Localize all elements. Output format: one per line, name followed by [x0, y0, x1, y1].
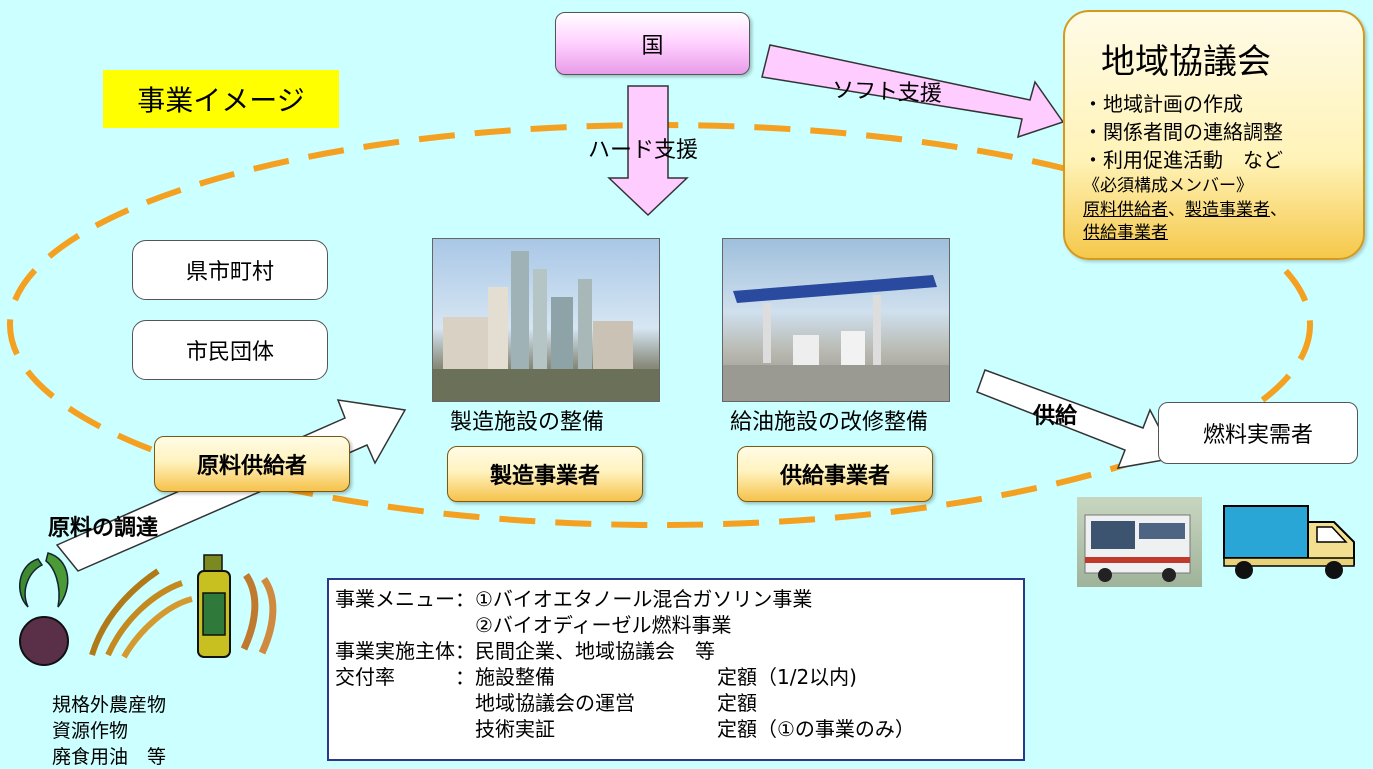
menu-row: 事業実施主体：民間企業、地域協議会 等 [335, 638, 1023, 664]
member-manufacturer-link[interactable]: 製造事業者 [1185, 200, 1270, 220]
soft-support-label: ソフト支援 [831, 78, 943, 107]
supply-label: 供給 [1033, 404, 1078, 429]
member-supplier-link[interactable]: 供給事業者 [1083, 223, 1168, 243]
council-item: ・利用促進活動 など [1083, 148, 1283, 172]
supplier-label: 供給事業者 [779, 464, 890, 489]
raw-item: 資源作物 [52, 720, 129, 742]
raw-supplier-box: 原料供給者 [154, 436, 350, 492]
council-title: 地域協議会 [1101, 42, 1271, 82]
menu-row-rate: 定額（①の事業のみ） [717, 717, 915, 741]
factory-photo [432, 238, 660, 402]
council-members-heading: 《必須構成メンバー》 [1083, 176, 1253, 196]
station-caption: 給油施設の改修整備 [730, 410, 929, 435]
raw-item: 規格外農産物 [52, 694, 167, 716]
council-item: ・地域計画の作成 [1083, 92, 1243, 116]
citizens-label: 市民団体 [185, 340, 274, 365]
truck-illustration [1223, 505, 1355, 579]
station-illustration [723, 275, 949, 401]
regional-council-box: 地域協議会 ・地域計画の作成 ・関係者間の連絡調整 ・利用促進活動 など 《必須… [1063, 10, 1365, 260]
jigyo-image-text: 事業イメージ [137, 84, 305, 117]
council-item: ・関係者間の連絡調整 [1083, 120, 1283, 144]
prefecture-label: 県市町村 [185, 260, 274, 285]
menu-row: 事業メニュー：①バイオエタノール混合ガソリン事業 [335, 586, 1023, 612]
supply-arrow [976, 369, 1177, 469]
bus-photo [1077, 497, 1202, 587]
member-separator: 、 [1270, 200, 1287, 220]
fuel-users-box: 燃料実需者 [1158, 402, 1358, 464]
menu-row-text: 事業実施主体：民間企業、地域協議会 等 [335, 639, 715, 663]
raw-supplier-label: 原料供給者 [196, 454, 307, 479]
menu-row: 交付率 ：施設整備 定額（1/2以内) [335, 664, 1023, 690]
kuni-label: 国 [641, 33, 664, 59]
menu-row: 地域協議会の運営 定額 [335, 690, 1023, 716]
jigyo-image-label: 事業イメージ [103, 70, 339, 128]
menu-row: ②バイオディーゼル燃料事業 [335, 612, 1023, 638]
menu-row-rate: 定額 [717, 691, 757, 715]
menu-row: 技術実証 定額（①の事業のみ） [335, 716, 1023, 742]
kuni-box: 国 [555, 12, 750, 75]
procurement-label: 原料の調達 [48, 516, 159, 541]
manufacturer-label: 製造事業者 [489, 464, 600, 489]
bus-illustration [1084, 514, 1191, 582]
facility-caption: 製造施設の整備 [450, 410, 605, 435]
member-raw-supplier-link[interactable]: 原料供給者 [1083, 200, 1168, 220]
station-photo [722, 238, 950, 402]
manufacturer-box: 製造事業者 [447, 446, 643, 502]
soft-support-arrow [761, 44, 1065, 139]
council-members-line: 供給事業者 [1083, 218, 1168, 243]
prefecture-box: 県市町村 [132, 240, 328, 300]
hard-support-label: ハード支援 [588, 138, 699, 163]
factory-illustration [433, 251, 659, 401]
crops-illustration [8, 545, 293, 673]
raw-item: 廃食用油 等 [52, 746, 167, 768]
council-members-line: 原料供給者、製造事業者、 [1083, 195, 1287, 220]
project-menu-box: 事業メニュー：①バイオエタノール混合ガソリン事業 ②バイオディーゼル燃料事業 事… [327, 578, 1025, 761]
menu-row-text: 技術実証 [335, 717, 555, 741]
menu-row-text: 地域協議会の運営 [335, 691, 635, 715]
menu-row-text: 交付率 ：施設整備 [335, 665, 555, 689]
citizens-box: 市民団体 [132, 320, 328, 380]
fuel-users-label: 燃料実需者 [1202, 423, 1313, 448]
crops-drawing [19, 552, 277, 666]
supplier-box: 供給事業者 [737, 446, 933, 502]
hard-support-arrow [607, 85, 689, 217]
truck-icon [1222, 502, 1362, 584]
menu-row-text: 事業メニュー：①バイオエタノール混合ガソリン事業 [335, 587, 813, 611]
menu-row-text: ②バイオディーゼル燃料事業 [335, 613, 732, 637]
menu-row-rate: 定額（1/2以内) [717, 665, 857, 689]
member-separator: 、 [1168, 200, 1185, 220]
